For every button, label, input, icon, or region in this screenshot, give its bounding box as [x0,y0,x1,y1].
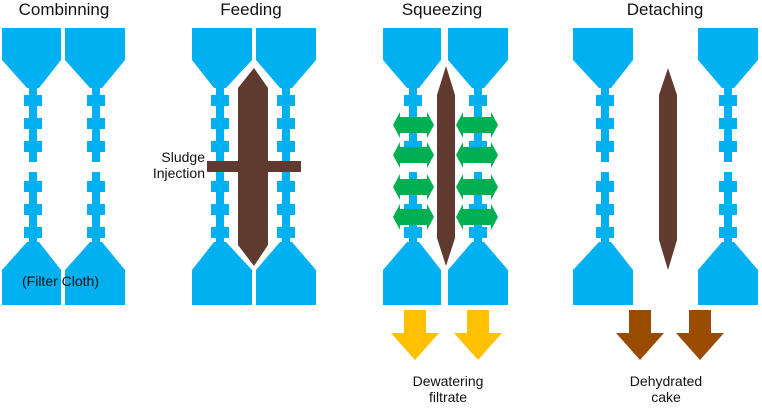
cloth-feeding-left-bottom-head [192,242,252,305]
dehydrated-cake-label: Dehydrated cake [616,373,716,405]
cloth-combining-left-stem-knob [24,141,42,152]
cloth-feeding-left-stem-knob [211,181,229,192]
cloth-combining-left-stem-knob [24,181,42,192]
stage-title-feeding: Feeding [220,0,282,19]
cloth-feeding-left-stem-knob [211,95,229,106]
cloth-combining-right-stem-knob [87,204,105,215]
cloth-detaching-right-top-head [698,28,758,88]
squeeze-arrow-left [393,204,434,230]
cloth-combining-left-top-head [2,28,61,88]
cloth-squeezing-right-stem-knob [469,141,487,152]
cloth-detaching-right-stem-knob [719,204,737,215]
filtrate-arrow-down [391,310,439,360]
cake-label-line1: Dehydrated [629,373,703,389]
cloth-feeding-right-stem-knob [277,204,295,215]
squeeze-arrow-left [393,174,434,200]
cloth-squeezing-left-stem-knob [404,141,422,152]
cake-arrow-down [676,310,724,360]
filtrate-arrow-down [454,310,502,360]
cloth-combining-right-stem-knob [87,95,105,106]
filtrate-label-line1: Dewatering [412,373,484,389]
cloth-detaching-left-stem-knob [596,95,614,106]
cloth-combining-left-stem-knob [24,118,42,129]
cloth-detaching-left-stem-knob [596,227,614,238]
squeeze-arrow-left [393,112,434,138]
cloth-combining-left-stem-knob [24,227,42,238]
cloth-feeding-left-stem-knob [211,118,229,129]
cloth-combining-left-stem-knob [24,204,42,215]
cloth-feeding-left-stem-knob [211,141,229,152]
sludge-squeezing [437,66,455,266]
cloth-feeding-right-stem-knob [277,141,295,152]
cloth-feeding-left-stem-knob [211,204,229,215]
stage-title-detaching: Detaching [626,0,704,19]
cloth-detaching-right-stem-knob [719,227,737,238]
cloth-squeezing-right-top-head [448,28,508,88]
cake-arrow-down [616,310,664,360]
cloth-feeding-right-top-head [256,28,316,88]
cloth-combining-left-bottom-head [2,242,61,305]
cloth-combining-right-bottom-head [65,242,125,305]
cloth-combining-right-top-head [65,28,125,88]
cloth-squeezing-left-bottom-head [383,242,441,305]
cloth-feeding-right-stem-knob [277,95,295,106]
cloth-squeezing-right-stem-knob [469,227,487,238]
cloth-squeezing-right-bottom-head [448,242,508,305]
filter-cloth-label: (Filter Cloth) [22,273,100,289]
cloth-combining-right-stem-knob [87,227,105,238]
cloth-feeding-right-stem-knob [277,227,295,238]
cloth-detaching-left-stem-knob [596,118,614,129]
cloth-squeezing-left-top-head [383,28,441,88]
cloth-squeezing-left-stem-knob [404,95,422,106]
sludge-injection-pipe [207,161,301,172]
cloth-feeding-right-stem-knob [277,118,295,129]
cloth-detaching-right-stem-knob [719,95,737,106]
sludge-label-line1: Sludge [161,149,205,165]
sludge-injection-label: Sludge Injection [148,149,205,181]
cloth-detaching-left-stem-knob [596,181,614,192]
dewatering-filtrate-label: Dewatering filtrate [398,373,498,405]
cloth-detaching-right-bottom-head [698,242,758,305]
squeeze-arrow-left [393,142,434,168]
cloth-feeding-right-bottom-head [256,242,316,305]
cake-label-line2: cake [651,389,681,405]
sludge-detaching [659,68,677,270]
cloth-detaching-right-stem-knob [719,181,737,192]
stage-title-squeezing: Squeezing [401,0,483,19]
sludge-label-line2: Injection [152,165,205,181]
cloth-feeding-left-stem-knob [211,227,229,238]
cloth-combining-right-stem-knob [87,181,105,192]
cloth-detaching-left-stem-knob [596,141,614,152]
squeeze-arrow-right [456,112,498,138]
cloth-feeding-left-top-head [192,28,252,88]
squeeze-arrow-right [456,204,498,230]
cloth-combining-right-stem-knob [87,118,105,129]
filtrate-label-line2: filtrate [428,389,468,405]
cloth-detaching-left-top-head [573,28,633,88]
cloth-combining-right-stem-knob [87,141,105,152]
cloth-detaching-right-stem-knob [719,141,737,152]
cloth-detaching-right-stem-knob [719,118,737,129]
cloth-detaching-left-stem-knob [596,204,614,215]
cloth-combining-left-stem-knob [24,95,42,106]
cloth-squeezing-right-stem-knob [469,95,487,106]
squeeze-arrow-right [456,174,498,200]
cloth-detaching-left-bottom-head [573,242,633,305]
cloth-feeding-right-stem-knob [277,181,295,192]
stage-title-combining: Combinning [18,0,110,19]
cloth-squeezing-left-stem-knob [404,227,422,238]
squeeze-arrow-right [456,142,498,168]
